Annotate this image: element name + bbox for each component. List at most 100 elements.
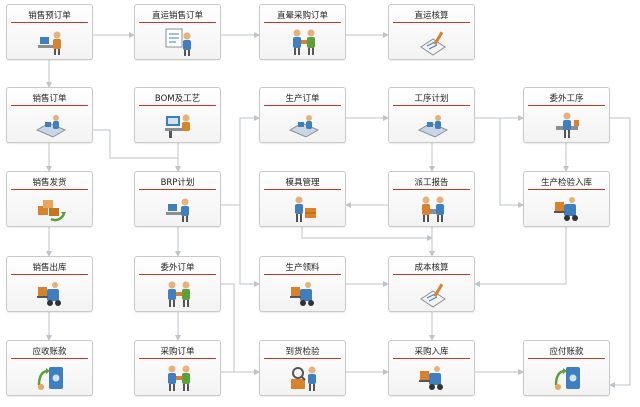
worker-icon: [556, 112, 579, 138]
node-brp-plan: BRP计划: [134, 171, 221, 227]
connector-arrow: [474, 227, 567, 287]
conveyor-icon: [288, 115, 320, 138]
node-label: BOM及工艺: [154, 94, 201, 104]
divider: [139, 189, 216, 190]
node-mold-management: 模具管理: [259, 171, 346, 227]
node-label: 模具管理: [285, 178, 320, 188]
divider: [393, 189, 470, 190]
node-purchase-in: 采购入库: [388, 340, 475, 396]
node-label: 直晕采购订单: [276, 11, 328, 21]
divider: [11, 189, 88, 190]
divider: [11, 274, 88, 275]
node-direct-sales-order: 直运销售订单: [134, 4, 221, 60]
node-cost-accounting: 成本核算: [388, 256, 475, 312]
connector-arrow: [239, 205, 260, 287]
divider: [528, 105, 605, 106]
node-label: 销售订单: [32, 94, 67, 104]
connector-arrow: [221, 115, 260, 206]
connector-arrow: [609, 117, 631, 388]
divider: [393, 358, 470, 359]
two-people-icon: [168, 281, 190, 307]
divider: [393, 105, 470, 106]
node-purchase-order: 采购订单: [134, 340, 221, 396]
node-label: 应收账款: [32, 347, 67, 357]
divider: [528, 189, 605, 190]
conveyor-icon: [35, 115, 67, 138]
node-sales-shipment: 销售发货: [6, 171, 93, 227]
divider: [264, 358, 341, 359]
person-at-board-icon: [165, 28, 191, 56]
inspection-icon: [291, 366, 316, 391]
node-label: 成本核算: [414, 263, 449, 273]
connector-arrow: [475, 117, 524, 208]
workstation-icon: [165, 114, 190, 138]
node-payables: 应付账款: [523, 340, 610, 396]
divider: [139, 274, 216, 275]
node-arrival-inspection: 到货检验: [259, 340, 346, 396]
divider: [139, 22, 216, 23]
divider: [11, 22, 88, 23]
divider: [264, 189, 341, 190]
forklift-icon: [419, 366, 443, 390]
divider: [264, 22, 341, 23]
forklift-icon: [37, 282, 61, 306]
node-label: 直运销售订单: [151, 11, 203, 21]
node-sales-pre-order: 销售预订单: [6, 4, 93, 60]
divider: [264, 105, 341, 106]
divider: [139, 358, 216, 359]
node-production-material: 生产领料: [259, 256, 346, 312]
divider: [11, 358, 88, 359]
person-at-desk-icon: [166, 198, 189, 222]
node-production-order: 生产订单: [259, 87, 346, 143]
divider: [528, 358, 605, 359]
node-label: 应付账款: [549, 347, 584, 357]
node-label: 销售出库: [32, 263, 67, 273]
safe-icon: [554, 367, 580, 390]
node-label: 直运核算: [414, 11, 449, 21]
node-label: 销售发货: [32, 178, 67, 188]
connector-arrow: [301, 227, 433, 241]
node-outsource-order: 委外订单: [134, 256, 221, 312]
node-sales-outbound: 销售出库: [6, 256, 93, 312]
node-label: 生产订单: [285, 94, 320, 104]
node-receivables: 应收账款: [6, 340, 93, 396]
node-bom: BOM及工艺: [134, 87, 221, 143]
node-label: 生产领料: [285, 263, 320, 273]
connector-arrow: [221, 283, 260, 375]
node-process-plan: 工序计划: [388, 87, 475, 143]
person-at-desk-icon: [38, 31, 61, 55]
forklift-icon: [554, 197, 578, 221]
two-people-icon: [168, 365, 190, 391]
boxes-icon: [38, 200, 66, 222]
two-people-icon: [293, 29, 315, 55]
node-label: 委外工序: [549, 94, 584, 104]
divider: [264, 274, 341, 275]
document-icon: [420, 31, 446, 56]
divider: [139, 105, 216, 106]
divider: [393, 274, 470, 275]
node-label: 采购订单: [160, 347, 195, 357]
node-label: BRP计划: [160, 178, 195, 188]
forklift-icon: [290, 282, 314, 306]
worker-with-box-icon: [295, 196, 316, 222]
node-dispatch-report: 派工报告: [388, 171, 475, 227]
node-outsource-process: 委外工序: [523, 87, 610, 143]
document-icon: [420, 283, 446, 308]
divider: [11, 105, 88, 106]
node-production-inspection-in: 生产检验入库: [523, 171, 610, 227]
node-label: 采购入库: [414, 347, 449, 357]
two-people-icon: [422, 196, 444, 222]
node-sales-order: 销售订单: [6, 87, 93, 143]
divider: [393, 22, 470, 23]
node-label: 委外订单: [160, 263, 195, 273]
conveyor-icon: [417, 115, 449, 138]
node-label: 到货检验: [285, 347, 320, 357]
node-label: 工序计划: [414, 94, 449, 104]
node-label: 销售预订单: [28, 11, 71, 21]
node-direct-accounting: 直运核算: [388, 4, 475, 60]
node-direct-purchase-order: 直晕采购订单: [259, 4, 346, 60]
node-label: 生产检验入库: [540, 178, 592, 188]
node-label: 派工报告: [414, 178, 449, 188]
